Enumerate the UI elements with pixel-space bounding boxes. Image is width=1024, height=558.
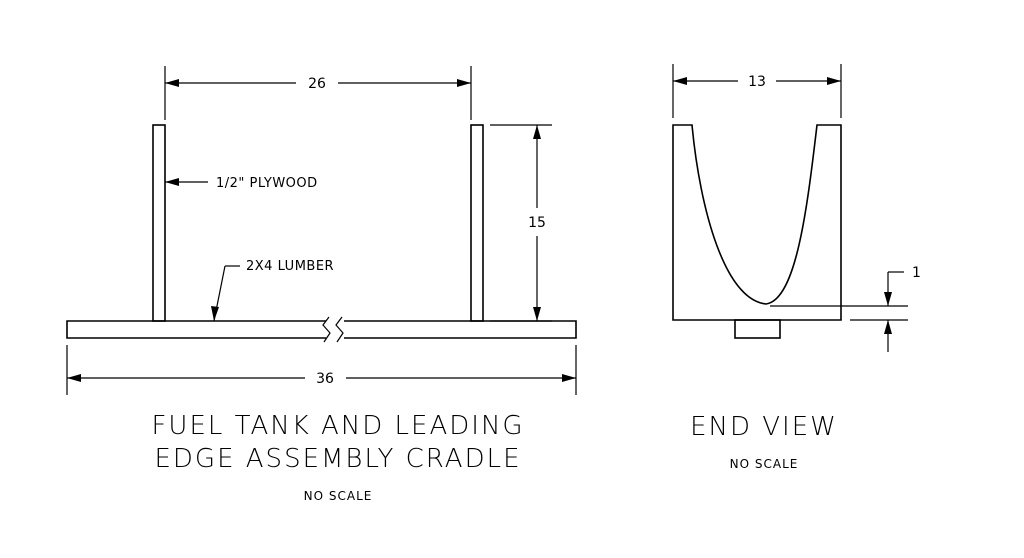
dimension-36-label: 36 [316,371,334,387]
end-view: 13 1 END VIEW NO SCALE [672,64,921,471]
base-lumber [66,316,577,343]
dimension-13: 13 [672,64,842,118]
dimension-26: 26 [164,66,472,120]
end-view-scale-note: NO SCALE [730,457,799,471]
lumber-leader: 2X4 LUMBER [211,259,334,322]
dimension-1-label: 1 [912,265,921,281]
right-plywood-upright [470,124,484,322]
side-view-title-line1: FUEL TANK AND LEADING [151,411,524,441]
end-view-title: END VIEW [690,412,838,442]
break-symbol-left [322,316,331,343]
end-view-lumber-block [734,319,781,339]
lumber-label: 2X4 LUMBER [246,259,334,274]
plywood-label: 1/2" PLYWOOD [216,176,318,191]
side-view: 26 15 36 1/2" PLYWOOD [66,66,577,503]
side-view-scale-note: NO SCALE [304,489,373,503]
dimension-1: 1 [770,265,921,352]
break-symbol-right [335,316,344,343]
dimension-36: 36 [66,345,577,395]
dimension-26-label: 26 [308,76,326,92]
dimension-15-label: 15 [528,215,546,231]
end-view-body [672,124,842,321]
left-plywood-upright [152,124,166,322]
dimension-15: 15 [490,124,552,322]
plywood-leader: 1/2" PLYWOOD [165,176,318,191]
side-view-title-line2: EDGE ASSEMBLY CRADLE [154,444,521,474]
dimension-13-label: 13 [748,74,766,90]
